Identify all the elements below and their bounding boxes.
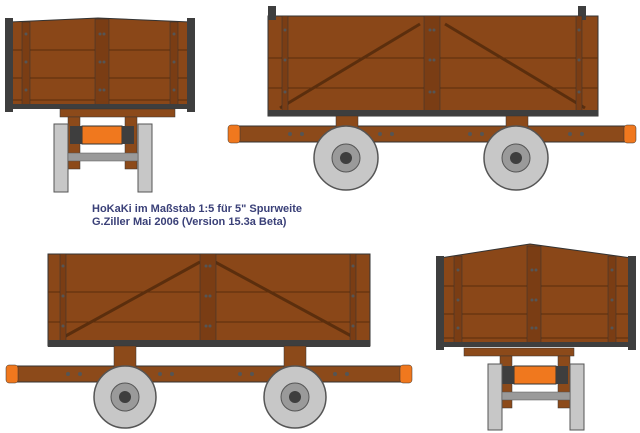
axle [67,152,139,162]
side-view-bottom [5,253,413,429]
caption-author: G.Ziller Mai 2006 (Version 15.3a Beta) [92,216,287,228]
chassis-frame [15,365,403,383]
corner-post [5,18,13,112]
corner-post [436,256,444,350]
wheel-end [569,363,585,431]
buffer-beam [513,365,557,385]
corner-post [628,256,636,350]
buffer [399,364,413,384]
wheel [313,125,379,191]
wheel-end [137,123,153,193]
end-view-top [5,17,195,193]
wheel-end [487,363,503,431]
axle [501,391,571,401]
wheel [93,365,157,429]
corner-post [187,18,195,112]
chassis-frame [237,125,627,143]
buffer-beam [81,125,123,145]
wheel [263,365,327,429]
wheel [483,125,549,191]
buffer [5,364,19,384]
side-view-top [227,6,637,191]
buffer [227,124,241,144]
wheel-end [53,123,69,193]
end-view-bottom [436,243,636,431]
caption-title: HoKaKi im Maßstab 1:5 für 5" Spurweite [92,203,302,215]
buffer [623,124,637,144]
